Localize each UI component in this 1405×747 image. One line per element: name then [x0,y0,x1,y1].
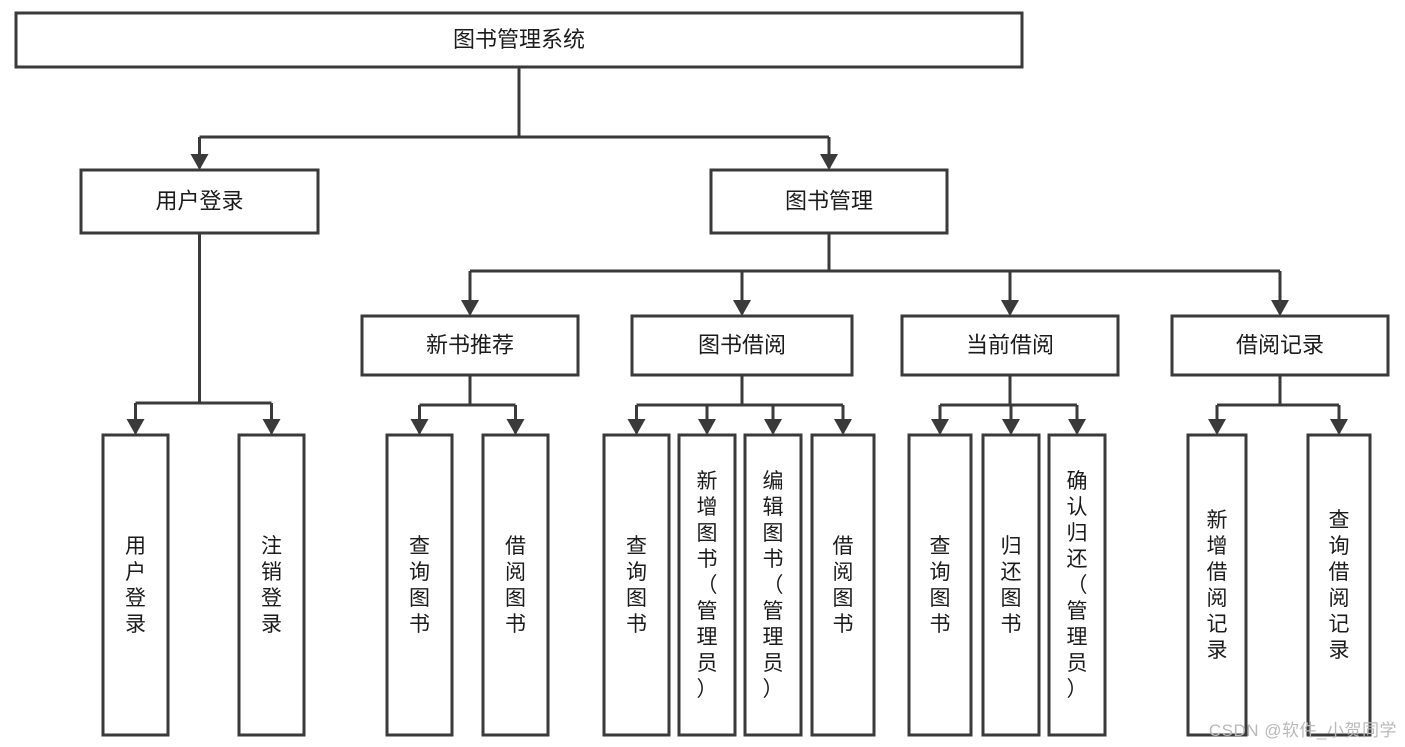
arrow-head-icon-current-borrow-1 [1002,419,1020,435]
node-leaf-box-leaf-query-book-2[interactable] [602,433,671,737]
arrow-head-icon-book-borrow-0 [627,419,646,435]
arrow-head-icon-user-login-0 [126,419,145,435]
node-level3-box-borrow-record[interactable] [1170,314,1390,377]
node-level2-box-user-login[interactable] [79,168,320,235]
node-leaf-label-leaf-edit-book: 编辑图书（管理员） [763,470,784,701]
node-leaf-box-leaf-query-record[interactable] [1306,433,1372,737]
node-leaf-label-leaf-query-record: 查询借阅记录 [1329,509,1350,662]
node-leaf-label-leaf-borrow-book-2: 借阅图书 [833,535,854,636]
node-leaf-label-leaf-add-book: 新增图书（管理员） [697,470,718,701]
node-leaf-box-leaf-user-login[interactable] [101,433,170,737]
node-leaf-label-leaf-logout: 注销登录 [261,535,282,636]
node-leaf-box-leaf-logout[interactable] [237,433,306,737]
arrow-head-icon-book-borrow-2 [764,419,782,435]
connector-layer [126,67,1348,435]
arrow-head-icon-current-borrow-2 [1068,419,1086,435]
arrow-head-icon-borrow-record-1 [1330,419,1348,435]
node-level2-label-book-management: 图书管理 [785,188,873,213]
node-leaf-label-leaf-query-book-3: 查询图书 [930,535,951,636]
node-leaf-box-leaf-query-book-1[interactable] [385,433,454,737]
arrow-head-icon-borrow-record-0 [1208,419,1226,435]
arrow-head-icon-level3-3 [1271,300,1289,316]
node-level3-box-current-borrow[interactable] [900,314,1120,377]
node-layer: 图书管理系统用户登录图书管理新书推荐图书借阅当前借阅借阅记录用户登录注销登录查询… [14,11,1390,737]
node-level3-label-current-borrow: 当前借阅 [966,332,1054,357]
node-leaf-label-leaf-add-record: 新增借阅记录 [1207,509,1228,662]
arrow-head-icon-level2-0 [190,154,209,170]
arrow-head-icon-book-borrow-1 [698,419,716,435]
arrow-head-icon-new-book-recommend-1 [506,419,525,435]
node-leaf-box-leaf-add-record[interactable] [1186,433,1248,737]
node-leaf-box-leaf-borrow-book-1[interactable] [481,433,550,737]
arrow-head-icon-level3-2 [1001,300,1019,316]
node-leaf-label-leaf-borrow-book-1: 借阅图书 [505,535,526,636]
node-leaf-box-leaf-add-book[interactable] [677,433,737,737]
arrow-head-icon-current-borrow-0 [931,419,949,435]
arrow-head-icon-level3-0 [461,300,479,316]
arrow-head-icon-book-borrow-3 [834,419,852,435]
node-level3-box-new-book-recommend[interactable] [360,314,580,377]
node-leaf-label-leaf-return-book: 归还图书 [1001,535,1022,636]
node-level3-label-new-book-recommend: 新书推荐 [426,332,514,357]
node-level3-label-borrow-record: 借阅记录 [1236,332,1324,357]
arrow-head-icon-user-login-1 [262,419,281,435]
node-leaf-label-leaf-query-book-2: 查询图书 [626,535,647,636]
node-root-label: 图书管理系统 [453,27,585,52]
node-level3-label-book-borrow: 图书借阅 [698,332,786,357]
watermark-label: CSDN @软件_小贺同学 [1208,721,1397,740]
node-leaf-box-leaf-query-book-3[interactable] [907,433,973,737]
node-leaf-box-leaf-confirm-return[interactable] [1047,433,1107,737]
arrow-head-icon-level3-1 [733,300,751,316]
node-leaf-box-leaf-return-book[interactable] [981,433,1041,737]
arrow-head-icon-level2-1 [820,154,838,170]
node-level3-box-book-borrow[interactable] [630,314,854,377]
node-leaf-label-leaf-confirm-return: 确认归还（管理员） [1067,470,1088,701]
node-root-box[interactable] [14,11,1024,69]
node-leaf-box-leaf-edit-book[interactable] [743,433,803,737]
node-level2-label-user-login: 用户登录 [155,188,243,213]
node-leaf-box-leaf-borrow-book-2[interactable] [810,433,876,737]
node-level2-box-book-management[interactable] [709,168,949,235]
node-leaf-label-leaf-query-book-1: 查询图书 [409,535,430,636]
arrow-head-icon-new-book-recommend-0 [410,419,429,435]
node-leaf-label-leaf-user-login: 用户登录 [125,535,146,636]
